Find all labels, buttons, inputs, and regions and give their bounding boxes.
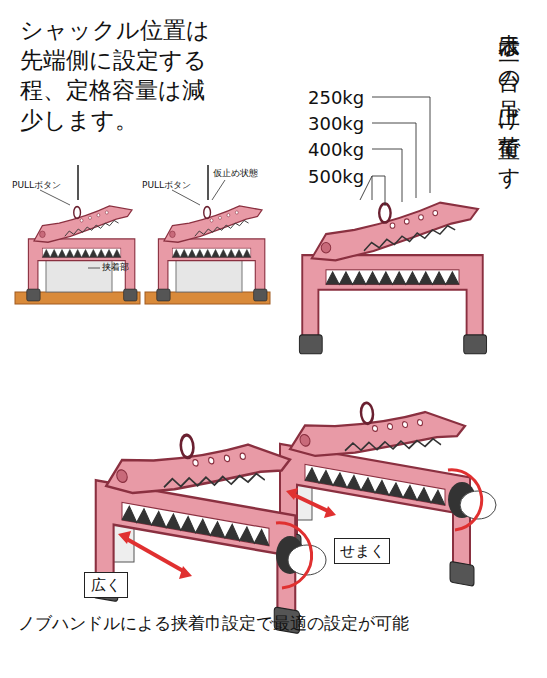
part-label: PULLボタン: [142, 180, 202, 192]
vertical-note: 表示は一台の吊上げ荷重です: [494, 16, 523, 180]
arrow-head: [118, 531, 192, 579]
direction-box: せまく: [334, 538, 390, 564]
chain: [207, 165, 209, 200]
part-label: 挟着部: [102, 262, 142, 274]
box-text: せまく: [336, 542, 389, 561]
note-text: シャックル位置は先端側に設定する程、定格容量は減少します。: [20, 16, 225, 136]
clamp-large: [299, 203, 486, 354]
clamp-perspective: [277, 386, 474, 586]
capacity-label: 400kg: [308, 138, 374, 161]
box-text: 広く: [87, 576, 125, 595]
capacity-label: 500kg: [308, 165, 374, 188]
clamp-small: [27, 206, 137, 301]
direction-box: 広く: [84, 572, 128, 598]
capacity-label: 250kg: [308, 86, 374, 109]
leader-line: [172, 190, 200, 205]
part-label: PULLボタン: [12, 180, 72, 192]
move-arrow: [125, 538, 185, 572]
move-arrow: [292, 494, 330, 512]
capacity-leaders: [360, 97, 430, 206]
clamp-perspective: [93, 417, 300, 633]
part-label: 仮止め状態: [213, 168, 273, 180]
clamp-small: [157, 206, 267, 301]
chain: [77, 165, 79, 200]
leader-line: [212, 180, 225, 200]
leader-line: [40, 190, 70, 205]
leader-line: [88, 268, 100, 269]
rotate-arrow: [448, 470, 482, 530]
caption: ノブハンドルによる挟着巾設定で最適の設定が可能: [18, 612, 533, 634]
rotate-arrow: [276, 523, 312, 588]
arrow-head: [286, 488, 336, 518]
capacity-label: 300kg: [308, 112, 374, 135]
